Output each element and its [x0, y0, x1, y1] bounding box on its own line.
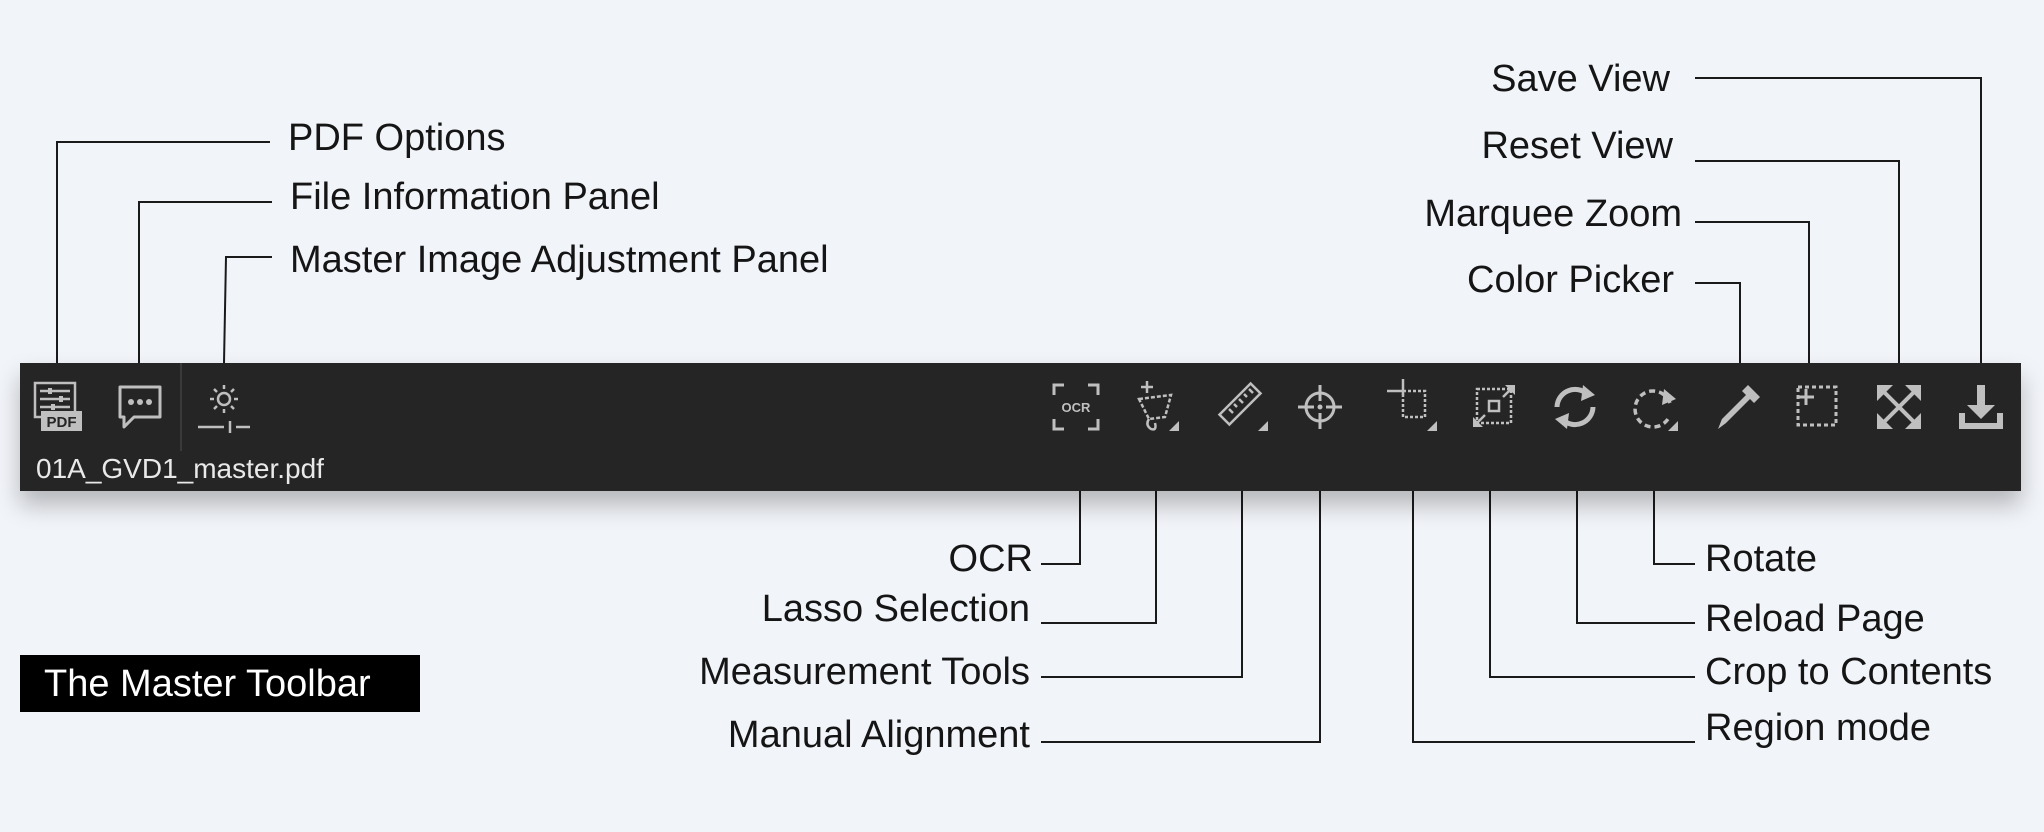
callout-file-information-panel: File Information Panel — [290, 176, 660, 218]
pdf-options-button[interactable]: PDF — [28, 377, 88, 437]
crop-to-contents-icon — [1473, 385, 1515, 427]
callout-master-image-adjustment-panel: Master Image Adjustment Panel — [290, 239, 829, 281]
crop-to-contents-button[interactable] — [1465, 377, 1525, 437]
marquee-zoom-icon — [1796, 385, 1838, 427]
expand-arrows-icon — [1877, 385, 1921, 429]
callout-marquee-zoom: Marquee Zoom — [1424, 193, 1682, 235]
reload-icon — [1554, 385, 1596, 429]
callout-ocr: OCR — [948, 538, 1033, 580]
reload-page-button[interactable] — [1545, 377, 1605, 437]
callout-reset-view: Reset View — [1481, 125, 1673, 167]
download-icon — [1959, 385, 2003, 429]
diagram-caption: The Master Toolbar — [20, 655, 420, 712]
master-toolbar — [20, 363, 2021, 491]
eyedropper-icon — [1718, 385, 1760, 429]
chat-bubble-icon — [118, 385, 162, 429]
callout-color-picker: Color Picker — [1467, 259, 1674, 301]
callout-reload-page: Reload Page — [1705, 598, 1925, 640]
pdf-options-icon: PDF — [33, 381, 82, 431]
lasso-selection-button[interactable] — [1127, 377, 1187, 437]
reset-view-button[interactable] — [1869, 377, 1929, 437]
toolbar-divider — [180, 363, 182, 451]
ruler-icon — [1217, 381, 1268, 431]
lasso-icon — [1137, 381, 1179, 431]
ocr-button[interactable]: OCR — [1046, 377, 1106, 437]
measurement-tools-button[interactable] — [1212, 377, 1272, 437]
svg-text:OCR: OCR — [1062, 400, 1092, 415]
callout-rotate: Rotate — [1705, 538, 1817, 580]
callout-region-mode: Region mode — [1705, 707, 1932, 749]
crosshair-icon — [1298, 385, 1342, 429]
callout-measurement-tools: Measurement Tools — [699, 651, 1030, 693]
callout-lasso-selection: Lasso Selection — [761, 588, 1030, 630]
rotate-button[interactable] — [1624, 377, 1684, 437]
file-name: 01A_GVD1_master.pdf — [36, 453, 324, 484]
region-crop-icon — [1387, 379, 1437, 431]
callout-crop-to-contents: Crop to Contents — [1705, 651, 1993, 693]
region-mode-button[interactable] — [1383, 377, 1443, 437]
rotate-icon — [1633, 389, 1678, 431]
marquee-zoom-button[interactable] — [1786, 377, 1846, 437]
callout-save-view: Save View — [1491, 58, 1670, 100]
color-picker-button[interactable] — [1708, 377, 1768, 437]
brightness-adjust-icon — [198, 385, 250, 433]
ocr-icon: OCR — [1052, 383, 1100, 431]
svg-text:PDF: PDF — [47, 414, 77, 431]
callout-pdf-options: PDF Options — [288, 117, 506, 159]
save-view-button[interactable] — [1951, 377, 2011, 437]
caption-text: The Master Toolbar — [44, 663, 371, 705]
image-adjustment-button[interactable] — [194, 377, 254, 437]
callout-manual-alignment: Manual Alignment — [727, 714, 1030, 756]
file-info-button[interactable] — [110, 377, 170, 437]
manual-alignment-button[interactable] — [1290, 377, 1350, 437]
